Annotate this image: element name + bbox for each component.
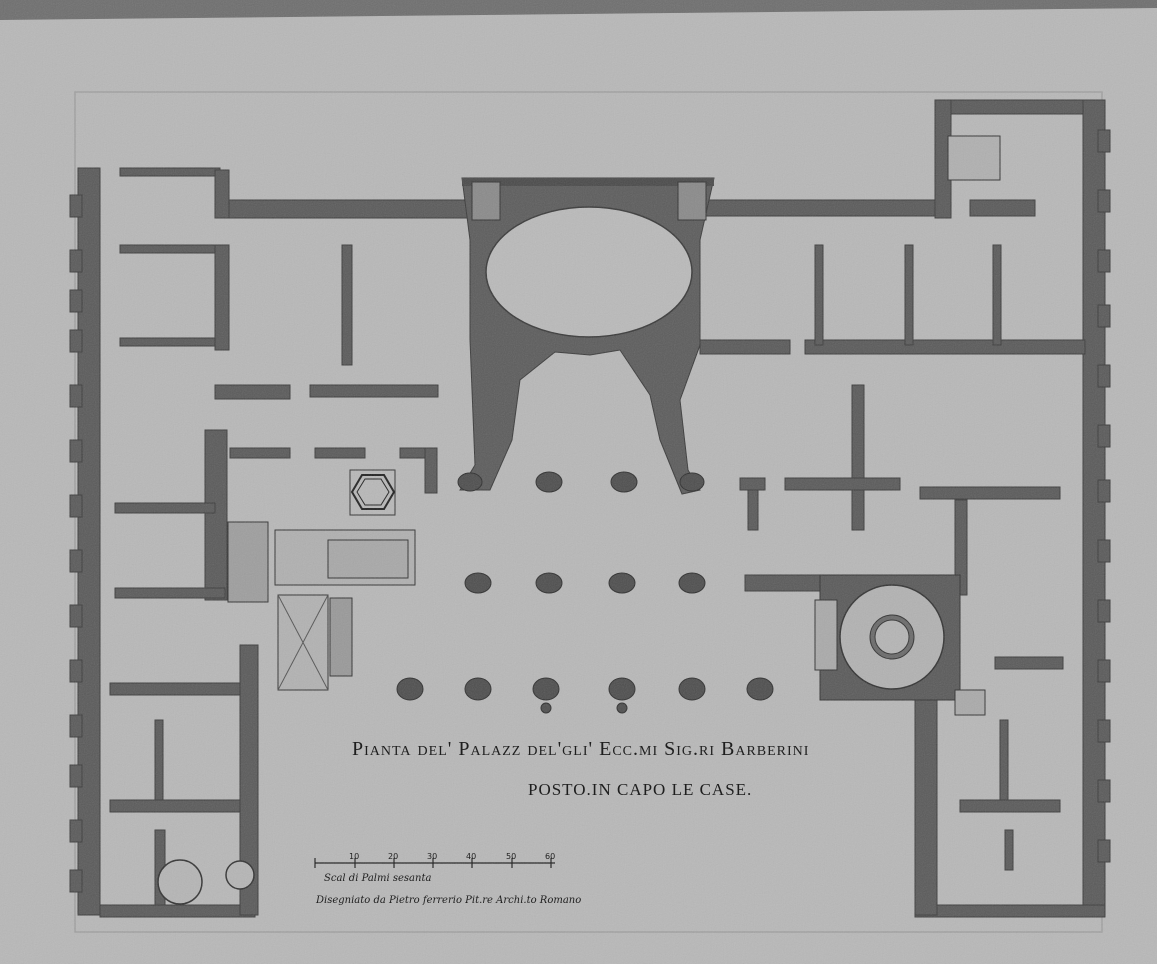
scale-tick-label: 20	[388, 852, 399, 861]
scale-tick-label: 60	[545, 852, 556, 861]
scale-tick-label: 30	[427, 852, 438, 861]
plan-subtitle: POSTO.IN CAPO LE CASE.	[528, 780, 753, 799]
scale-tick-label: 10	[349, 852, 360, 861]
scale-tick-label: 40	[466, 852, 477, 861]
plan-title: Pianta del' Palazz del'gli' Ecc.mi Sig.r…	[352, 738, 810, 760]
scale-caption: Scal di Palmi sesanta	[324, 873, 432, 884]
credit-line: Disegniato da Pietro ferrerio Pit.re Arc…	[316, 895, 582, 906]
scale-tick-label: 50	[506, 852, 517, 861]
